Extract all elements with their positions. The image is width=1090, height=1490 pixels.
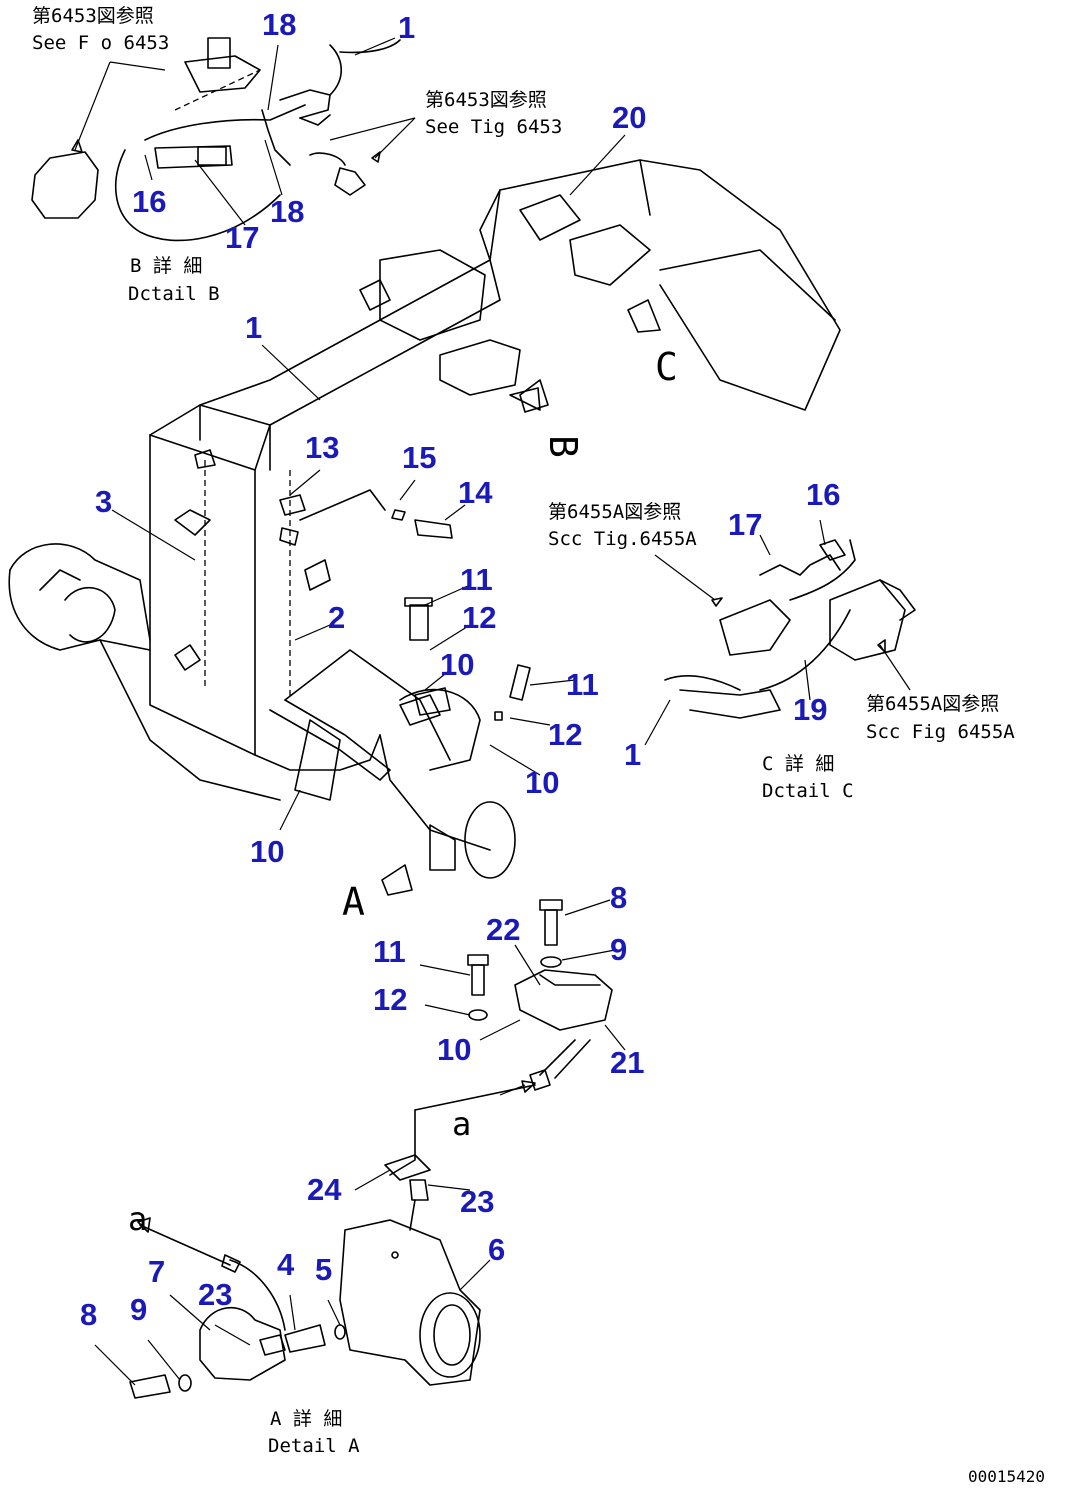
callout-14: 14 bbox=[458, 475, 493, 510]
callout-10: 10 bbox=[437, 1032, 471, 1067]
connection-label-a-2: a bbox=[128, 1200, 147, 1238]
callout-16: 16 bbox=[132, 184, 166, 219]
ref-fig-6455a-a-en: Scc Tig.6455A bbox=[548, 528, 697, 550]
callout-8: 8 bbox=[610, 880, 627, 915]
detail-a-title-jp: A 詳 細 bbox=[270, 1408, 342, 1430]
ref-fig-6453-top-jp: 第6453図参照 bbox=[32, 5, 154, 27]
callout-20: 20 bbox=[612, 100, 646, 135]
leader-lines bbox=[94, 37, 826, 1386]
detail-c-title-en: Dctail C bbox=[762, 780, 854, 802]
callout-1: 1 bbox=[245, 310, 262, 345]
callout-8: 8 bbox=[80, 1297, 97, 1332]
connection-label-a-1: a bbox=[452, 1105, 471, 1143]
callout-21: 21 bbox=[610, 1045, 644, 1080]
ref-fig-6453-mid-en: See Tig 6453 bbox=[425, 116, 562, 138]
callout-11: 11 bbox=[460, 562, 493, 597]
detail-b-drawing bbox=[31, 37, 416, 242]
ref-fig-6455a-b-jp: 第6455A図参照 bbox=[866, 693, 999, 715]
detail-a-title-en: Detail A bbox=[268, 1435, 360, 1457]
callout-17: 17 bbox=[728, 507, 762, 542]
detail-b-title-jp: B 詳 細 bbox=[130, 255, 202, 277]
callout-5: 5 bbox=[315, 1252, 332, 1287]
hose-bracket-drawing bbox=[384, 899, 613, 1201]
callout-12: 12 bbox=[462, 600, 496, 635]
reference-labels: 第6453図参照 See F o 6453 第6453図参照 See Tig 6… bbox=[32, 5, 1045, 1486]
callout-19: 19 bbox=[793, 692, 827, 727]
callout-15: 15 bbox=[402, 440, 436, 475]
part-callouts: 18 1 20 16 17 18 1 13 15 14 3 17 16 11 2… bbox=[80, 7, 840, 1332]
detail-b-title-en: Dctail B bbox=[128, 283, 220, 305]
callout-3: 3 bbox=[95, 484, 112, 519]
callout-9: 9 bbox=[610, 932, 627, 967]
callout-4: 4 bbox=[277, 1247, 295, 1282]
callout-11: 11 bbox=[566, 667, 599, 702]
callout-23: 23 bbox=[198, 1277, 232, 1312]
callout-23: 23 bbox=[460, 1184, 494, 1219]
callout-22: 22 bbox=[486, 912, 520, 947]
callout-1: 1 bbox=[398, 10, 415, 45]
detail-a-drawing bbox=[129, 1199, 481, 1399]
callout-6: 6 bbox=[488, 1232, 505, 1267]
callout-18: 18 bbox=[270, 194, 304, 229]
view-arrow-label-a: A bbox=[342, 880, 365, 924]
callout-9: 9 bbox=[130, 1292, 147, 1327]
callout-11: 11 bbox=[373, 934, 406, 969]
callout-7: 7 bbox=[148, 1254, 165, 1289]
view-arrow-label-b: B bbox=[541, 435, 585, 458]
ref-fig-6455a-a-jp: 第6455A図参照 bbox=[548, 501, 681, 523]
callout-13: 13 bbox=[305, 430, 339, 465]
frame-assembly-drawing bbox=[8, 159, 841, 896]
ref-fig-6453-top-en: See F o 6453 bbox=[32, 32, 169, 54]
ref-fig-6453-mid-jp: 第6453図参照 bbox=[425, 89, 547, 111]
callout-16: 16 bbox=[806, 477, 840, 512]
callout-1: 1 bbox=[624, 737, 641, 772]
detail-c-title-jp: C 詳 細 bbox=[762, 753, 834, 775]
drawing-code: 00015420 bbox=[968, 1467, 1045, 1486]
callout-12: 12 bbox=[548, 717, 582, 752]
callout-24: 24 bbox=[307, 1172, 342, 1207]
view-arrow-label-c: C bbox=[655, 345, 678, 389]
ref-fig-6455a-b-en: Scc Fig 6455A bbox=[866, 721, 1015, 743]
detail-c-drawing bbox=[654, 539, 916, 719]
callout-17: 17 bbox=[225, 220, 259, 255]
callout-10: 10 bbox=[250, 834, 284, 869]
callout-12: 12 bbox=[373, 982, 407, 1017]
callout-2: 2 bbox=[328, 600, 345, 635]
callout-10: 10 bbox=[440, 647, 474, 682]
callout-10: 10 bbox=[525, 765, 559, 800]
callout-18: 18 bbox=[262, 7, 296, 42]
